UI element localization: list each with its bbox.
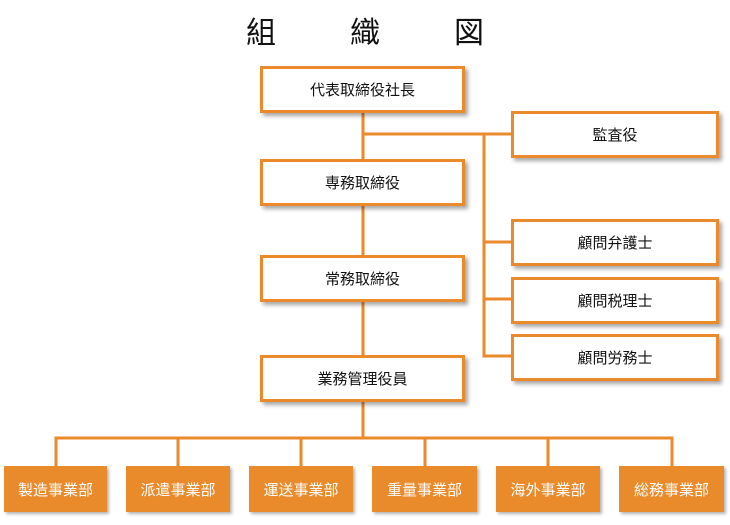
node-president: 代表取締役社長 xyxy=(260,66,465,113)
dept-overseas: 海外事業部 xyxy=(496,466,600,512)
node-senior-director: 専務取締役 xyxy=(260,159,465,206)
dept-manufacturing: 製造事業部 xyxy=(4,466,107,512)
chart-title: 組 織 図 xyxy=(246,16,506,51)
node-advisor-lawyer: 顧問弁護士 xyxy=(511,219,719,266)
node-advisor-labor: 顧問労務士 xyxy=(511,334,719,381)
node-managing-director: 常務取締役 xyxy=(260,255,465,302)
node-advisor-tax: 顧問税理士 xyxy=(511,277,719,324)
node-auditor: 監査役 xyxy=(511,111,719,158)
dept-staffing: 派遣事業部 xyxy=(126,466,230,512)
node-management-officer: 業務管理役員 xyxy=(260,355,465,402)
dept-general-affairs: 総務事業部 xyxy=(619,466,724,512)
dept-heavy: 重量事業部 xyxy=(372,466,477,512)
dept-transport: 運送事業部 xyxy=(249,466,353,512)
